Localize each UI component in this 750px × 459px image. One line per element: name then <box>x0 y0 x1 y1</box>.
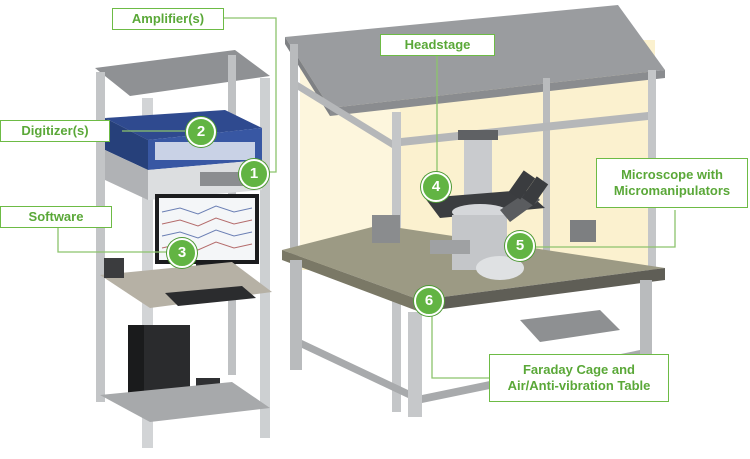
callout-headstage: Headstage <box>380 34 495 56</box>
badge-4-headstage: 4 <box>421 172 451 202</box>
callout-software: Software <box>0 206 112 228</box>
badge-6-table: 6 <box>414 286 444 316</box>
equipment-rack <box>95 50 272 448</box>
badge-1-amplifier: 1 <box>239 159 269 189</box>
callout-digitizers: Digitizer(s) <box>0 120 110 142</box>
connector-lines <box>57 17 676 379</box>
badge-3-software: 3 <box>167 238 197 268</box>
badge-2-digitizer: 2 <box>186 117 216 147</box>
callout-amplifiers: Amplifier(s) <box>112 8 224 30</box>
callout-microscope: Microscope with Micromanipulators <box>596 158 748 208</box>
microscope <box>372 130 596 280</box>
badge-5-microscope: 5 <box>505 231 535 261</box>
callout-faraday-cage: Faraday Cage and Air/Anti-vibration Tabl… <box>489 354 669 402</box>
